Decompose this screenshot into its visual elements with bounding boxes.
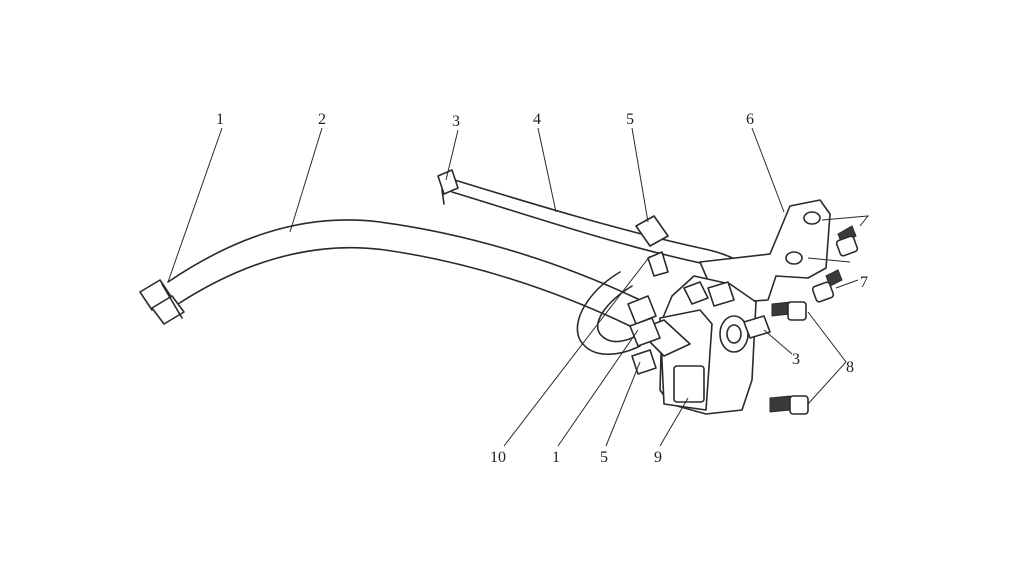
callout-10: 10 xyxy=(490,449,506,466)
callout-1-bottom: 1 xyxy=(552,449,560,466)
bolt-7-lower xyxy=(811,269,843,303)
hose-clamp-1-left xyxy=(139,279,185,325)
hose-clamp-5-lower xyxy=(631,349,657,375)
callout-1-top: 1 xyxy=(216,111,224,128)
hose-10 xyxy=(576,271,641,355)
callout-7: 7 xyxy=(860,274,868,291)
valve-9 xyxy=(637,275,771,415)
callout-6: 6 xyxy=(746,111,754,128)
callout-2: 2 xyxy=(318,111,326,128)
hose-clamp-3-upper xyxy=(437,169,459,205)
bolt-8-lower xyxy=(769,395,809,415)
leader-lines xyxy=(167,127,870,447)
callout-9: 9 xyxy=(654,449,662,466)
hose-clamp-1-lower xyxy=(627,295,661,347)
callout-5-bottom: 5 xyxy=(600,449,608,466)
callout-labels: 1 2 3 4 5 6 7 8 3 10 1 5 9 xyxy=(216,111,868,466)
bolt-8-upper xyxy=(771,301,807,321)
callout-5-top: 5 xyxy=(626,111,634,128)
callout-3-bottom: 3 xyxy=(792,351,800,368)
callout-3-top: 3 xyxy=(452,113,460,130)
callout-4: 4 xyxy=(533,111,541,128)
hose-2 xyxy=(167,219,641,327)
callout-8: 8 xyxy=(846,359,854,376)
bolt-7-upper xyxy=(835,225,859,257)
hose-clamp-5-upper xyxy=(635,215,669,277)
